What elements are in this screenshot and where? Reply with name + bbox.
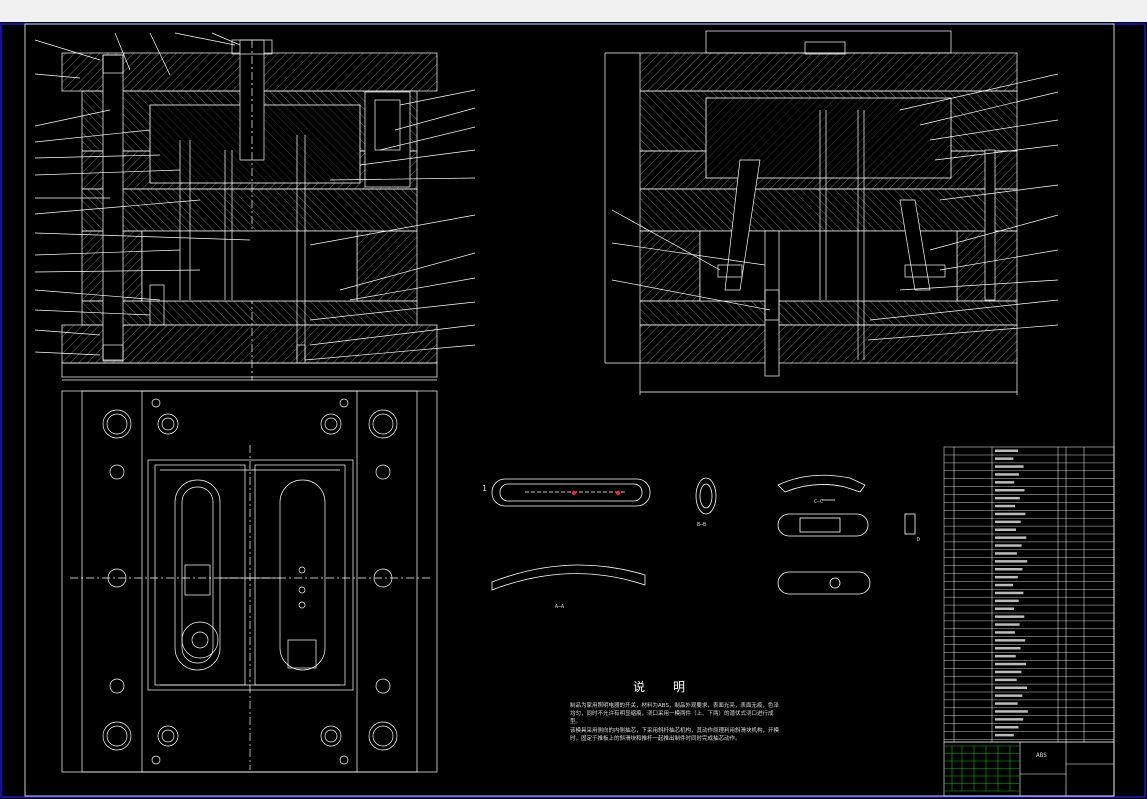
- application-title-bar: [0, 0, 1147, 23]
- part-detail-views: [491, 474, 916, 595]
- parts-row-text: [995, 733, 1014, 737]
- parts-row-text: [995, 591, 1024, 595]
- parts-row-text: [995, 465, 1024, 468]
- parts-row-text: [995, 623, 1020, 626]
- parts-row-text: [995, 662, 1027, 666]
- section-label-aa: A—A: [555, 604, 565, 610]
- parts-row-text: [995, 583, 1014, 587]
- parts-row-text: [995, 568, 1023, 571]
- parts-row-text: [995, 457, 1014, 460]
- parts-row-text: [995, 702, 1018, 705]
- parts-row-text: [995, 694, 1023, 697]
- parts-row-text: [995, 710, 1028, 713]
- parts-row-text: [995, 678, 1017, 682]
- right-section-view: [604, 30, 1059, 395]
- parts-row-text: [995, 615, 1025, 618]
- notes-line-1: 制品为家用照明电器的开关，材料为ABS，制品外观要求，表面光亮，表面无痕，色泽均…: [570, 703, 779, 725]
- parts-row-text: [995, 686, 1027, 689]
- parts-row-text: [995, 520, 1021, 524]
- parts-row-text: [995, 449, 1018, 452]
- parts-row-text: [995, 639, 1026, 642]
- parts-row-text: [995, 489, 1025, 492]
- parts-row-text: [995, 552, 1017, 555]
- parts-list-entries: [995, 449, 1028, 737]
- parts-row-text: [995, 607, 1014, 610]
- parts-row-text: [995, 599, 1019, 603]
- section-marks-red: [571, 490, 621, 496]
- notes-line-2: 该模具采用侧向的内侧抽芯，下采用斜杆抽芯机构，其动作原理利用斜滑块机构，开模时，…: [570, 728, 780, 742]
- cad-drawing-canvas[interactable]: 1 A—A B—B C—C D 说明 制品为家用照明电器的开关，材料为ABS，制…: [0, 22, 1147, 799]
- plan-view: [61, 390, 438, 773]
- cad-drawing-svg: [0, 23, 1146, 798]
- parts-row-text: [995, 654, 1016, 658]
- section-label-one: 1: [482, 484, 487, 493]
- parts-row-text: [995, 647, 1021, 650]
- parts-row-text: [995, 481, 1015, 484]
- title-block-material: ABS: [1036, 752, 1047, 759]
- parts-row-text: [995, 496, 1020, 500]
- notes-title: 说明: [633, 680, 714, 694]
- parts-list-rows: [944, 454, 1114, 740]
- parts-row-text: [995, 631, 1015, 634]
- parts-row-text: [995, 528, 1016, 531]
- parts-row-text: [995, 726, 1019, 729]
- parts-row-text: [995, 670, 1022, 674]
- left-section-view: [34, 32, 476, 381]
- parts-row-text: [995, 536, 1027, 539]
- notes-body: 制品为家用照明电器的开关，材料为ABS，制品外观要求，表面光亮，表面无痕，色泽均…: [570, 702, 780, 744]
- parts-row-text: [995, 575, 1018, 579]
- parts-row-text: [995, 718, 1024, 721]
- parts-row-text: [995, 504, 1016, 508]
- section-label-bb: B—B: [697, 522, 707, 528]
- title-block: [943, 741, 1115, 797]
- parts-row-text: [995, 544, 1022, 547]
- parts-row-text: [995, 560, 1028, 563]
- section-label-d: D: [917, 537, 921, 543]
- title-block-grid: [944, 745, 1020, 792]
- parts-row-text: [995, 512, 1026, 516]
- section-label-cc: C—C: [814, 499, 824, 505]
- sheet-inner-frame: [24, 23, 1115, 797]
- parts-list-table: [943, 446, 1115, 743]
- parts-row-text: [995, 473, 1019, 476]
